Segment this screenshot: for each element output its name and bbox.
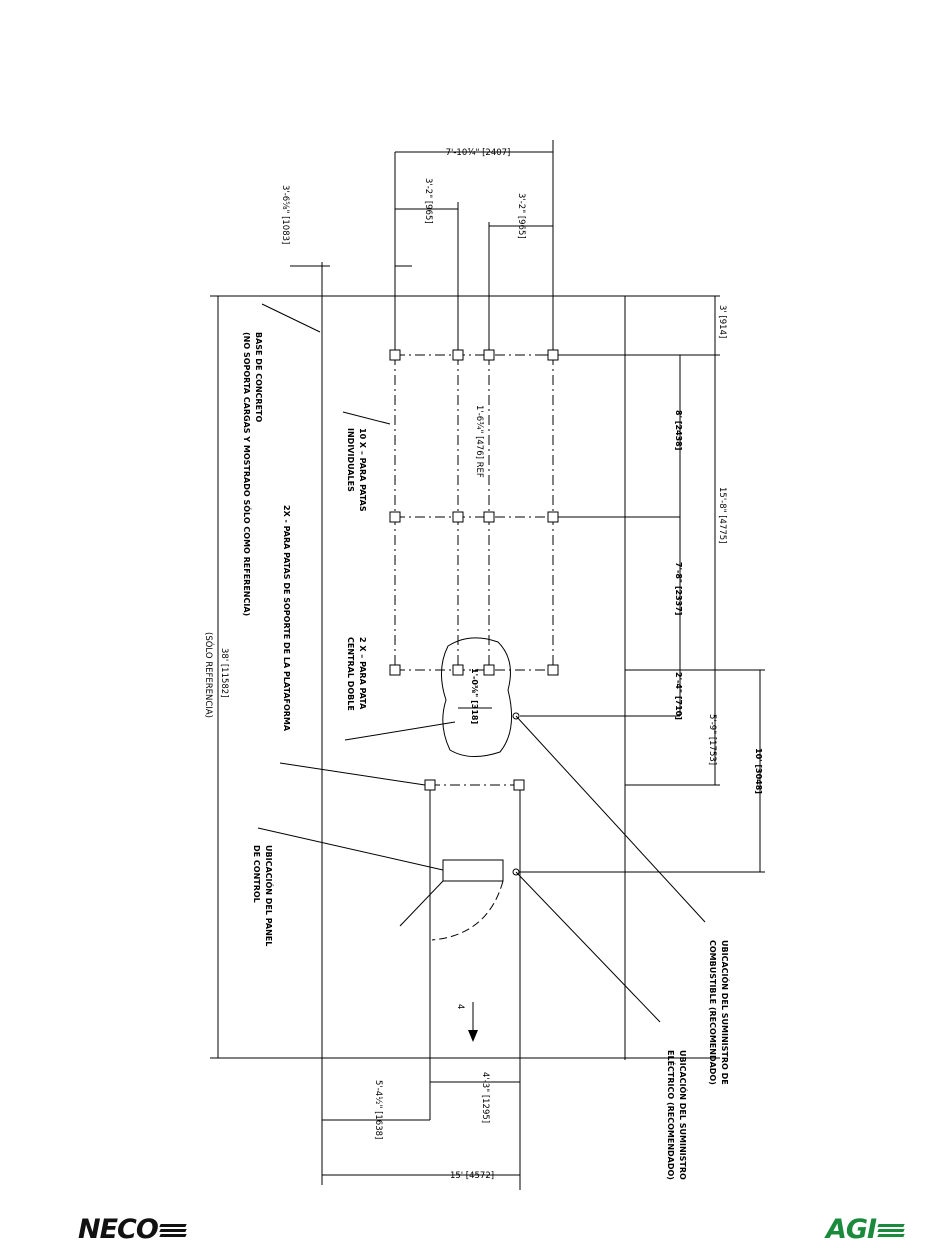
leg-pad <box>452 511 464 523</box>
dim-right-15-8: 15'-8" [4775] <box>717 487 727 544</box>
agi-logo-text: AGI <box>826 1214 877 1245</box>
leg-pad <box>547 349 559 361</box>
label-individual-legs-2: INDIVIDUALES <box>346 428 355 492</box>
dim-right-7-8: 7'-8" [2337] <box>674 562 683 615</box>
label-control-panel-2: DE CONTROL <box>252 845 261 903</box>
leg-pad <box>389 349 401 361</box>
dim-right-8ft: 8' [2438] <box>674 410 683 450</box>
dim-right-10ft: 10' [3048] <box>754 748 763 794</box>
platform-leg-pad <box>424 779 436 791</box>
detail-cloud <box>441 637 513 757</box>
label-electric-supply-2: ELÉCTRICO (RECOMENDADO) <box>666 1050 677 1180</box>
leg-pad <box>483 664 495 676</box>
label-electric-supply: UBICACIÓN DEL SUMINISTRO <box>678 1050 689 1180</box>
dim-overall-length-note: (SÓLO REFERENCIA) <box>203 632 215 718</box>
dim-center-ref: 1'-6¾" [476] REF <box>474 405 484 478</box>
label-individual-legs: 10 X – PARA PATAS <box>358 428 367 512</box>
neco-stripes-icon <box>159 1222 187 1239</box>
north-marker-label: 4 <box>455 1004 465 1009</box>
neco-logo: NECO <box>78 1214 187 1245</box>
leg-pad <box>452 664 464 676</box>
electric-supply-point <box>512 868 520 876</box>
agi-stripes-icon <box>877 1222 905 1239</box>
leg-pad <box>389 511 401 523</box>
label-double-leg-2: CENTRAL DOBLE <box>346 637 355 711</box>
dim-right-2-4: 2'-4" [710] <box>674 672 683 720</box>
platform-leg-pad <box>513 779 525 791</box>
label-concrete-base: BASE DE CONCRETO <box>254 332 263 423</box>
leg-pad <box>483 511 495 523</box>
dim-right-5-9: 5'-9" [1753] <box>707 714 717 765</box>
label-fuel-supply: UBICACIÓN DEL SUMINISTRO DE <box>720 940 731 1085</box>
label-control-panel: UBICACIÓN DEL PANEL <box>264 845 275 946</box>
dim-top-right-offset: 3'-2" [965] <box>516 193 526 239</box>
label-concrete-base-note: (NO SOPORTA CARGAS Y MOSTRADO SÓLO COMO … <box>242 332 253 616</box>
fuel-supply-point <box>512 712 520 720</box>
dim-bottom-4-3: 4'-3" [1295] <box>480 1072 490 1123</box>
dim-bottom-15ft: 15' [4572] <box>450 1171 494 1181</box>
dim-overall-length: 38' [11582] <box>219 648 229 698</box>
leg-pad <box>547 511 559 523</box>
leg-pad <box>483 349 495 361</box>
leg-pad <box>547 664 559 676</box>
leg-pads <box>389 349 559 791</box>
dim-slab-edge-offset: 3'-6⅝" [1083] <box>280 185 290 244</box>
labels: 7'-10¾" [2407] 3'-2" [965] 3'-2" [965] 3… <box>203 148 763 1181</box>
dim-top-left-offset: 3'-2" [965] <box>423 178 433 224</box>
dim-right-3ft: 3' [914] <box>717 305 727 338</box>
dim-top-overall: 7'-10¾" [2407] <box>446 148 511 158</box>
agi-logo: AGI <box>826 1214 905 1245</box>
dim-pad: 1'-0⅜" [318] <box>470 668 479 724</box>
dim-bottom-5-4: 5'-4½" [1638] <box>373 1080 383 1139</box>
label-double-leg: 2 X – PARA PATA <box>358 637 367 710</box>
leg-pad <box>452 349 464 361</box>
control-panel-box <box>442 859 504 882</box>
neco-logo-text: NECO <box>78 1214 159 1245</box>
label-platform-legs: 2X - PARA PATAS DE SOPORTE DE LA PLATAFO… <box>282 505 291 732</box>
leg-pad <box>389 664 401 676</box>
north-arrow-icon <box>468 1030 478 1042</box>
label-fuel-supply-2: COMBUSTIBLE (RECOMENDADO) <box>708 940 717 1085</box>
